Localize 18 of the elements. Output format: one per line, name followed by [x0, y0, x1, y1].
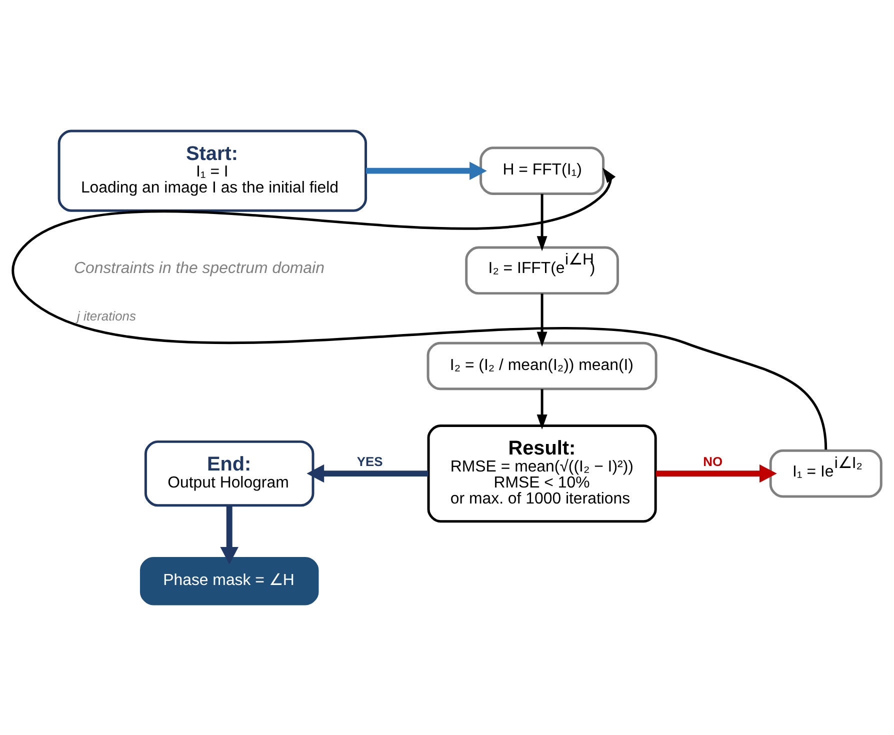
arrow [366, 162, 487, 180]
node-box: Start: I₁ = I Loading an image I as the initial field [58, 130, 368, 212]
arrow [220, 506, 238, 564]
node-box: Result: RMSE = mean(√((I₂ − I)²)) RMSE < 10% or max. of 1000 iterations [427, 424, 657, 523]
arrow [12, 168, 828, 450]
node-box: I₂ = (I₂ / mean(I₂)) mean(I) [426, 342, 658, 390]
node-box: Phase mask = ∠H [140, 556, 319, 606]
arrow [536, 194, 548, 252]
arrow [656, 464, 777, 483]
arrow [306, 464, 428, 483]
node-box: H = FFT(I₁) [480, 146, 605, 195]
edge-label: NO [703, 454, 723, 469]
node-box: End: Output Hologram [144, 440, 314, 507]
arrow [536, 389, 548, 430]
edge-label: j iterations [76, 308, 136, 324]
edge-label: YES [356, 454, 383, 469]
arrow [536, 294, 548, 347]
label: Constraints in the spectrum domain [74, 260, 324, 278]
